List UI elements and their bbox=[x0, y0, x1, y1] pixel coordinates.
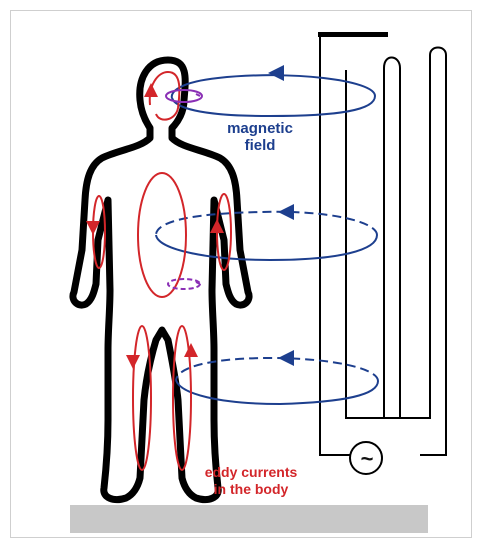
magnetic-field-label: magnetic field bbox=[210, 120, 310, 154]
magnetic-field-label-line-1: magnetic bbox=[210, 120, 310, 137]
coil-inner-wire bbox=[346, 57, 400, 418]
field-loop-mid-back bbox=[156, 212, 377, 235]
field-loop-top-front bbox=[172, 96, 375, 116]
coil-top-bar bbox=[318, 32, 388, 37]
coil-right-wire bbox=[400, 48, 446, 419]
floor bbox=[70, 505, 428, 533]
coil-return-wire bbox=[420, 55, 446, 455]
coil bbox=[320, 35, 446, 455]
eddy-loop-head bbox=[150, 72, 180, 120]
field-loop-low-back bbox=[176, 358, 378, 381]
eddy-currents-label: eddy currents in the body bbox=[176, 464, 326, 498]
magnetic-field-label-line-2: field bbox=[210, 137, 310, 154]
eddy-currents-label-line-2: in the body bbox=[176, 481, 326, 498]
small-loop-abdomen bbox=[168, 279, 200, 289]
eddy-currents-label-line-1: eddy currents bbox=[176, 464, 326, 481]
small-loop-head-arrow bbox=[196, 94, 200, 96]
field-loop-mid-front bbox=[156, 235, 377, 260]
ac-source-symbol: ~ bbox=[354, 446, 380, 472]
eddy-loop-torso bbox=[138, 173, 186, 297]
field-loop-low-front bbox=[176, 380, 378, 404]
